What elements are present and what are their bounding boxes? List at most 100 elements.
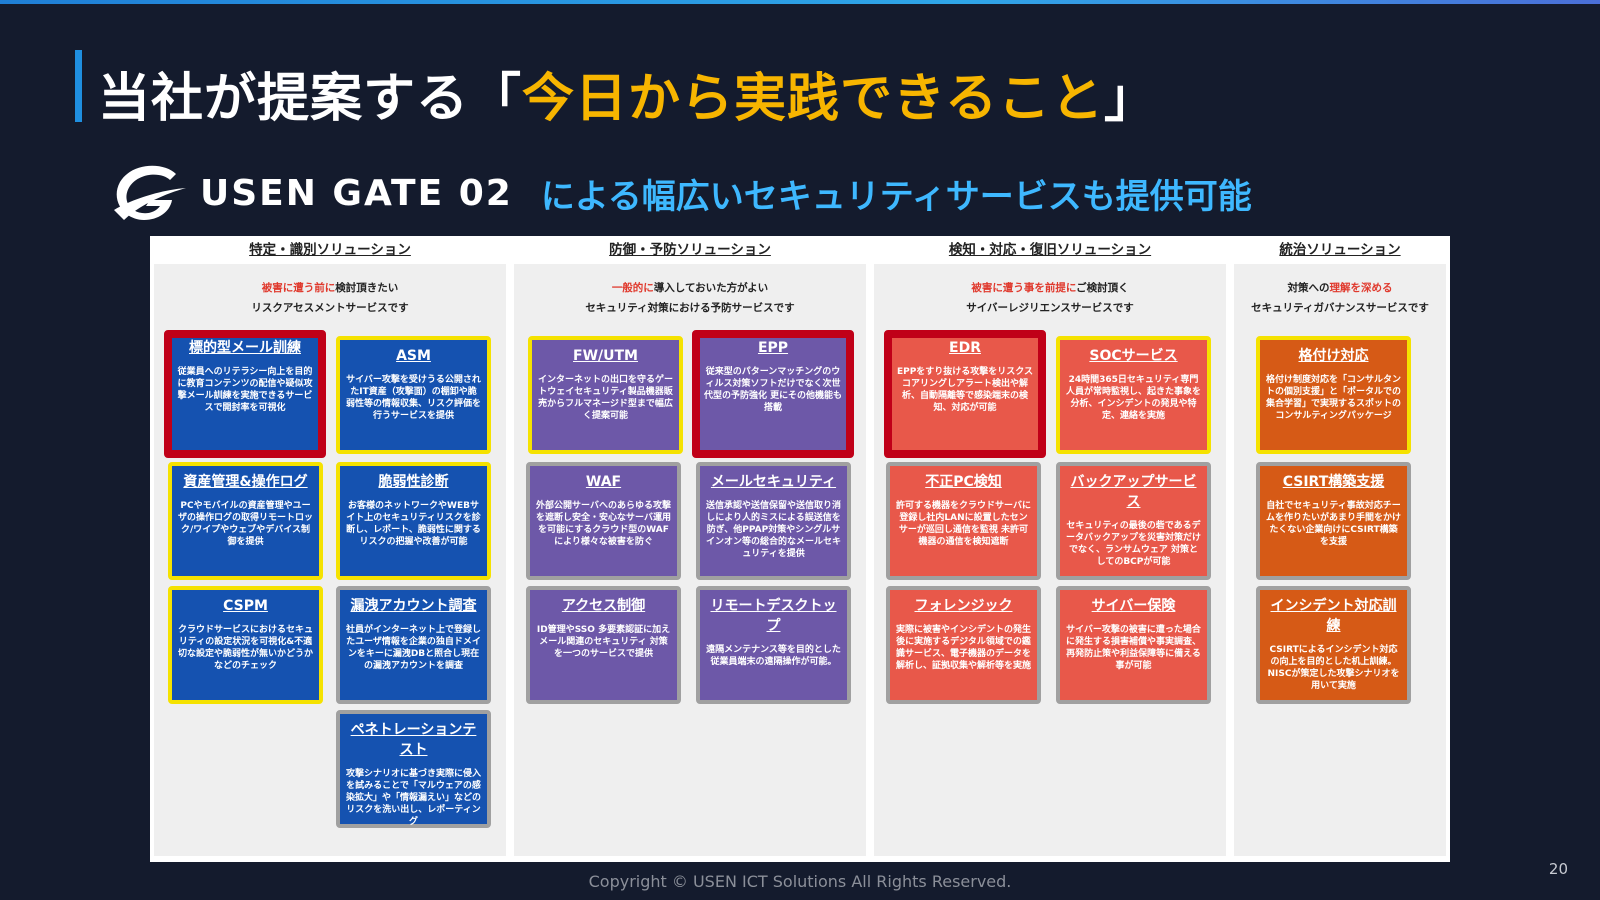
brand-row: USEN GATE 02 による幅広いセキュリティサービスも提供可能 <box>110 160 1252 226</box>
card-desc: 24時間365日セキュリティ専門人員が常時監視し、起きた事象を分析、インシデント… <box>1066 375 1202 421</box>
card-backup[interactable]: バックアップサービス セキュリティの最後の砦であるデータバックアップを災害対策だ… <box>1056 462 1211 580</box>
card-cyber-insurance[interactable]: サイバー保険 サイバー攻撃の被害に遭った場合に発生する損害補償や事実調査、再発防… <box>1056 586 1211 704</box>
card-title: リモートデスクトップ <box>710 598 837 634</box>
card-title: インシデント対応訓練 <box>1270 598 1397 634</box>
card-title: CSIRT構築支援 <box>1282 474 1385 490</box>
card-title: WAF <box>585 474 622 490</box>
card-desc: 自社でセキュリティ事故対応チームを作りたいがあまり手間をかけたくない企業向けにC… <box>1266 501 1402 547</box>
intro-line2: セキュリティ対策における予防サービスです <box>585 302 795 314</box>
card-desc: 実際に被害やインシデントの発生後に実施するデジタル領域での鑑識サービス、電子機器… <box>896 625 1032 671</box>
card-access-control[interactable]: アクセス制御 ID管理やSSO 多要素認証に加え メール関連のセキュリティ 対策… <box>526 586 681 704</box>
card-phishing-training[interactable]: 標的型メール訓練 従業員へのリテラシー向上を目的に教育コンテンツの配信や疑似攻撃… <box>164 330 326 458</box>
card-fw-utm[interactable]: FW/UTM インターネットの出口を守るゲートウェイセキュリティ製品機器販売から… <box>528 336 683 454</box>
brand-name: USEN GATE 02 <box>200 172 513 214</box>
card-title: 標的型メール訓練 <box>189 340 301 356</box>
card-leaked-account[interactable]: 漏洩アカウント調査 社員がインターネット上で登録したユーザ情報を企業の独自ドメイ… <box>336 586 491 704</box>
card-title: バックアップサービス <box>1070 474 1197 510</box>
card-desc: 攻撃シナリオに基づき実際に侵入を試みることで「マルウェアの感染拡大」や「情報漏え… <box>346 769 482 827</box>
card-desc: サイバー攻撃の被害に遭った場合に発生する損害補償や事実調査、再発防止策や利益保障… <box>1066 625 1202 671</box>
card-desc: 社員がインターネット上で登録したユーザ情報を企業の独自ドメインをキーに漏洩DBと… <box>346 625 482 671</box>
column-intro: 被害に遭う事を前提にご検討頂く サイバーレジリエンスサービスです <box>874 278 1226 318</box>
card-epp[interactable]: EPP 従来型のパターンマッチングのウィルス対策ソフトだけでなく次世代型の予防強… <box>692 330 854 458</box>
intro-line2: セキュリティガバナンスサービスです <box>1251 302 1429 314</box>
card-title: フォレンジック <box>914 598 1013 614</box>
card-desc: PCやモバイルの資産管理やユーザの操作ログの取得リモートロック/ワイプやウェブや… <box>178 501 314 547</box>
card-desc: 遠隔メンテナンス等を目的とした従業員端末の遠隔操作が可能。 <box>706 645 841 667</box>
column-govern: 統治ソリューション 対策への理解を深める セキュリティガバナンスサービスです 格… <box>1230 236 1450 862</box>
card-forensic[interactable]: フォレンジック 実際に被害やインシデントの発生後に実施するデジタル領域での鑑識サ… <box>886 586 1041 704</box>
card-desc: 外部公開サーバへのあらゆる攻撃を遮断し安全・安心なサーバ運用を可能にするクラウド… <box>536 501 671 547</box>
intro-emphasis: 理解を深める <box>1329 282 1393 294</box>
card-title: サイバー保険 <box>1091 598 1176 614</box>
solutions-panel: 特定・識別ソリューション 被害に遭う前に検討頂きたい リスクアセスメントサービス… <box>150 236 1450 862</box>
column-body: 被害に遭う前に検討頂きたい リスクアセスメントサービスです 標的型メール訓練 従… <box>154 264 506 856</box>
intro-line1: ご検討頂く <box>1076 282 1129 294</box>
card-desc: クラウドサービスにおけるセキュリティの設定状況を可視化&不適切な設定や脆弱性が無… <box>178 625 314 671</box>
card-title: 格付け対応 <box>1298 348 1369 364</box>
title-prefix: 当社が提案する「 <box>98 69 523 129</box>
card-desc: インターネットの出口を守るゲートウェイセキュリティ製品機器販売からフルマネージド… <box>538 375 674 421</box>
card-title: ペネトレーションテスト <box>350 722 477 758</box>
column-heading: 統治ソリューション <box>1279 242 1401 258</box>
column-intro: 被害に遭う前に検討頂きたい リスクアセスメントサービスです <box>154 278 506 318</box>
card-desc: CSIRTによるインシデント対応の向上を目的とした机上訓練。NISCが策定した攻… <box>1267 645 1400 691</box>
card-title: EDR <box>949 340 981 356</box>
copyright-footer: Copyright © USEN ICT Solutions All Right… <box>588 872 1012 891</box>
card-remote-desktop[interactable]: リモートデスクトップ 遠隔メンテナンス等を目的とした従業員端末の遠隔操作が可能。 <box>696 586 851 704</box>
card-title: メールセキュリティ <box>710 474 837 490</box>
card-title: CSPM <box>223 598 268 614</box>
card-edr[interactable]: EDR EPPをすり抜ける攻撃をリスクスコアリングしアラート検出や解析、自動隔離… <box>884 330 1046 458</box>
card-title: EPP <box>757 340 789 356</box>
intro-emphasis: 被害に遭う事を前提に <box>971 282 1077 294</box>
intro-line1: 対策への <box>1287 282 1330 294</box>
card-incident-training[interactable]: インシデント対応訓練 CSIRTによるインシデント対応の向上を目的とした机上訓練… <box>1256 586 1411 704</box>
column-heading: 防御・予防ソリューション <box>609 242 771 258</box>
card-desc: 格付け制度対応を「コンサルタントの個別支援」と「ポータルでの集合学習」で実現する… <box>1266 375 1402 421</box>
card-vulnerability-scan[interactable]: 脆弱性診断 お客様のネットワークやWEBサイト上のセキュリティリスクを診断し、レ… <box>336 462 491 580</box>
card-desc: EPPをすり抜ける攻撃をリスクスコアリングしアラート検出や解析、自動隔離等で感染… <box>896 367 1034 413</box>
brand-subtitle: による幅広いセキュリティサービスも提供可能 <box>540 176 1252 217</box>
card-csirt-support[interactable]: CSIRT構築支援 自社でセキュリティ事故対応チームを作りたいがあまり手間をかけ… <box>1256 462 1411 580</box>
page-number: 20 <box>1548 860 1568 878</box>
card-desc: 従業員へのリテラシー向上を目的に教育コンテンツの配信や疑似攻撃メール訓練を実施で… <box>177 367 313 413</box>
column-intro: 対策への理解を深める セキュリティガバナンスサービスです <box>1234 278 1446 318</box>
column-heading: 特定・識別ソリューション <box>249 242 411 258</box>
card-rogue-pc-detection[interactable]: 不正PC検知 許可する機器をクラウドサーバに登録し社内LANに設置したセンサーが… <box>886 462 1041 580</box>
intro-line2: リスクアセスメントサービスです <box>251 302 409 314</box>
intro-line2: サイバーレジリエンスサービスです <box>966 302 1134 314</box>
card-title: FW/UTM <box>573 348 638 364</box>
column-heading: 検知・対応・復旧ソリューション <box>948 242 1152 258</box>
card-desc: セキュリティの最後の砦であるデータバックアップを災害対策だけでなく、ランサムウェ… <box>1066 521 1202 567</box>
card-title: アクセス制御 <box>561 598 646 614</box>
card-penetration-test[interactable]: ペネトレーションテスト 攻撃シナリオに基づき実際に侵入を試みることで「マルウェア… <box>336 710 491 828</box>
card-title: 資産管理&操作ログ <box>183 474 308 490</box>
slide-title: 当社が提案する「今日から実践できること」 <box>98 56 1157 131</box>
card-waf[interactable]: WAF 外部公開サーバへのあらゆる攻撃を遮断し安全・安心なサーバ運用を可能にする… <box>526 462 681 580</box>
column-body: 対策への理解を深める セキュリティガバナンスサービスです 格付け対応 格付け制度… <box>1234 264 1446 856</box>
column-detect-respond: 検知・対応・復旧ソリューション 被害に遭う事を前提にご検討頂く サイバーレジリエ… <box>870 236 1230 862</box>
intro-emphasis: 一般的に <box>611 282 654 294</box>
title-suffix: 」 <box>1103 69 1157 129</box>
card-asm[interactable]: ASM サイバー攻撃を受けうる公開されたIT資産（攻撃面）の棚卸や脆弱性等の情報… <box>336 336 491 454</box>
card-asset-management[interactable]: 資産管理&操作ログ PCやモバイルの資産管理やユーザの操作ログの取得リモートロッ… <box>168 462 323 580</box>
card-desc: ID管理やSSO 多要素認証に加え メール関連のセキュリティ 対策を一つのサービ… <box>536 625 671 659</box>
top-accent-line <box>0 0 1600 4</box>
card-title: 不正PC検知 <box>925 474 1002 490</box>
card-soc[interactable]: SOCサービス 24時間365日セキュリティ専門人員が常時監視し、起きた事象を分… <box>1056 336 1211 454</box>
card-desc: 従来型のパターンマッチングのウィルス対策ソフトだけでなく次世代型の予防強化 更に… <box>704 367 842 413</box>
column-identify: 特定・識別ソリューション 被害に遭う前に検討頂きたい リスクアセスメントサービス… <box>150 236 510 862</box>
card-cspm[interactable]: CSPM クラウドサービスにおけるセキュリティの設定状況を可視化&不適切な設定や… <box>168 586 323 704</box>
card-title: 漏洩アカウント調査 <box>350 598 477 614</box>
intro-emphasis: 被害に遭う前に <box>261 282 336 294</box>
card-desc: サイバー攻撃を受けうる公開されたIT資産（攻撃面）の棚卸や脆弱性等の情報収集、リ… <box>346 375 482 421</box>
intro-line1: 導入しておいた方がよい <box>653 282 769 294</box>
column-intro: 一般的に導入しておいた方がよい セキュリティ対策における予防サービスです <box>514 278 866 318</box>
card-desc: 送信承認や送信保留や送信取り消しにより人的ミスによる誤送信を防ぎ、他PPAP対策… <box>706 501 842 559</box>
card-title: ASM <box>396 348 431 364</box>
card-rating-support[interactable]: 格付け対応 格付け制度対応を「コンサルタントの個別支援」と「ポータルでの集合学習… <box>1256 336 1411 454</box>
column-body: 一般的に導入しておいた方がよい セキュリティ対策における予防サービスです FW/… <box>514 264 866 856</box>
intro-line1: 検討頂きたい <box>335 282 399 294</box>
card-mail-security[interactable]: メールセキュリティ 送信承認や送信保留や送信取り消しにより人的ミスによる誤送信を… <box>696 462 851 580</box>
column-protect: 防御・予防ソリューション 一般的に導入しておいた方がよい セキュリティ対策におけ… <box>510 236 870 862</box>
card-title: SOCサービス <box>1089 348 1178 364</box>
